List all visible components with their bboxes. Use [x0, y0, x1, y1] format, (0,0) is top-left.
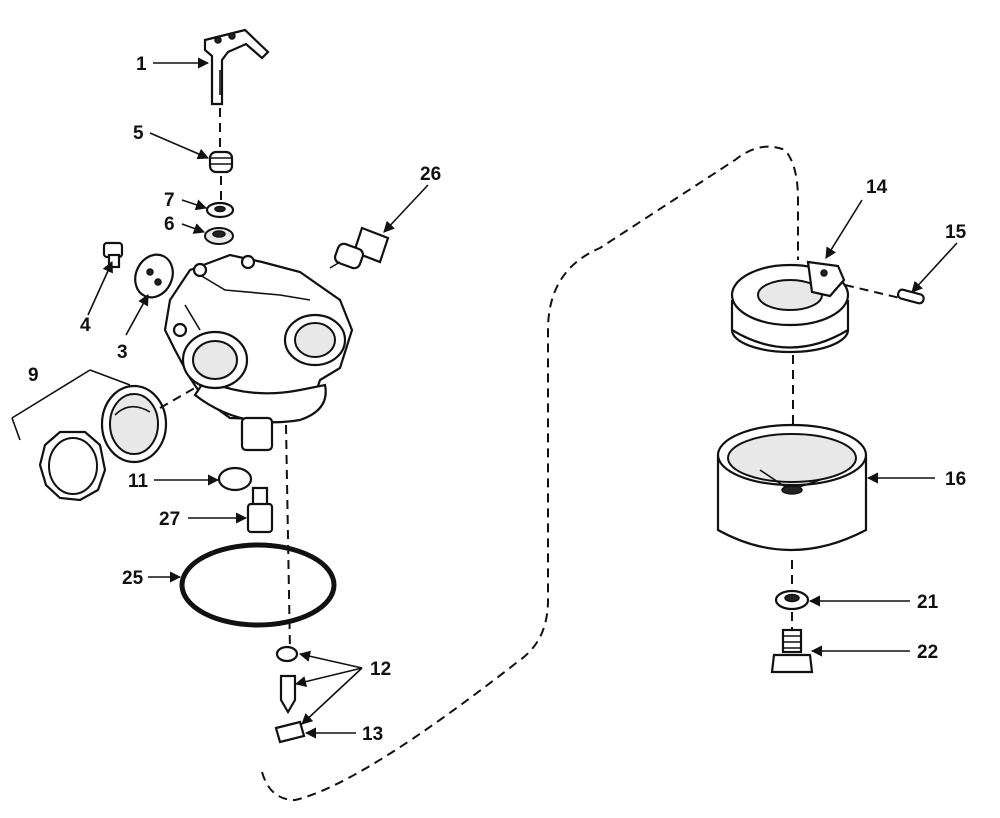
- axis-line-9: [159, 384, 201, 409]
- label-6: 6: [164, 214, 175, 235]
- label-9: 9: [28, 365, 39, 386]
- part-4-screw: [102, 241, 124, 269]
- part-12-needle: [279, 674, 297, 715]
- label-25: 25: [122, 568, 144, 589]
- part-12-washer: [275, 645, 299, 663]
- dashed-assembly-path: [261, 145, 799, 802]
- label-21: 21: [917, 592, 939, 613]
- part-27-nozzle: [246, 486, 274, 534]
- part-1-throttle-lever: [203, 28, 270, 106]
- label-5: 5: [133, 123, 144, 144]
- part-9-primer-cap: [100, 384, 168, 464]
- label-15: 15: [945, 222, 967, 243]
- label-26: 26: [420, 164, 441, 185]
- label-1: 1: [136, 54, 147, 75]
- label-7: 7: [164, 190, 175, 211]
- carburetor-body: [163, 253, 354, 452]
- label-11: 11: [128, 471, 149, 492]
- part-22-bolt: [770, 628, 814, 674]
- part-5-spring: [208, 150, 234, 174]
- part-9-retainer-ring: [38, 430, 107, 502]
- part-14-float: [730, 260, 850, 354]
- part-3-throttle-plate: [134, 253, 174, 299]
- part-25-gasket: [179, 542, 337, 628]
- part-26-fitting: [329, 226, 390, 270]
- label-13: 13: [362, 724, 383, 745]
- label-16: 16: [945, 469, 966, 490]
- part-11-disc: [217, 466, 253, 492]
- part-16-float-bowl: [716, 423, 868, 551]
- axis-line-body: [285, 424, 291, 651]
- part-13-clip: [274, 720, 306, 744]
- bracket-9: [11, 369, 131, 441]
- axis-line-15: [844, 284, 901, 299]
- label-14: 14: [866, 177, 888, 198]
- part-15-pin: [896, 288, 925, 305]
- label-3: 3: [117, 342, 128, 363]
- label-22: 22: [917, 642, 938, 663]
- leader-lines: [87, 57, 958, 739]
- label-27: 27: [159, 509, 180, 530]
- label-12: 12: [370, 659, 391, 680]
- label-4: 4: [80, 315, 91, 336]
